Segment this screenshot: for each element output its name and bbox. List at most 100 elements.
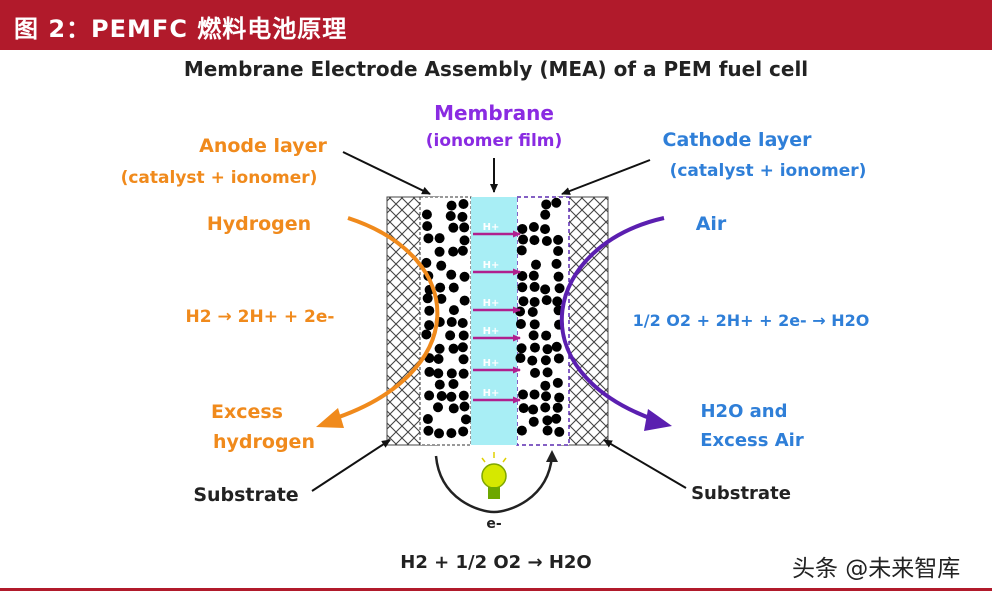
catalyst-particle — [516, 425, 527, 436]
catalyst-particle — [433, 402, 444, 413]
catalyst-particle — [445, 330, 456, 341]
catalyst-particle — [460, 414, 471, 425]
substrate-left-label: Substrate — [193, 484, 298, 506]
catalyst-particle — [529, 389, 540, 400]
catalyst-particle — [518, 296, 529, 307]
catalyst-particle — [424, 305, 435, 316]
cathode-sublabel: (catalyst + ionomer) — [670, 161, 867, 181]
catalyst-particle — [518, 403, 529, 414]
substrate-left-pointer — [311, 439, 391, 492]
catalyst-particle — [434, 233, 445, 244]
catalyst-particle — [552, 402, 563, 413]
catalyst-particle — [459, 401, 470, 412]
lightbulb-icon — [481, 452, 507, 499]
catalyst-particle — [448, 222, 459, 233]
catalyst-particle — [554, 426, 565, 437]
catalyst-particle — [542, 425, 553, 436]
substrate-right-label: Substrate — [691, 483, 791, 504]
catalyst-particle — [421, 209, 432, 220]
overall-equation: H2 + 1/2 O2 → H2O — [400, 552, 591, 573]
proton-label: H+ — [483, 298, 500, 309]
catalyst-particle — [541, 330, 552, 341]
catalyst-particle — [421, 329, 432, 340]
catalyst-particle — [457, 211, 468, 222]
hydrogen-flow-arrow — [329, 216, 440, 422]
catalyst-particle — [422, 293, 433, 304]
catalyst-particle — [458, 390, 469, 401]
catalyst-particle — [541, 295, 552, 306]
circuit-arrowhead — [546, 450, 558, 462]
cathode-equation: 1/2 O2 + 2H+ + 2e- → H2O — [633, 311, 870, 330]
membrane-sublabel: (ionomer film) — [426, 131, 563, 151]
catalyst-particle — [446, 200, 457, 211]
figure-title: 图 2：PEMFC 燃料电池原理 — [14, 15, 348, 43]
hydrogen-label: Hydrogen — [207, 213, 311, 235]
excess-air-arrowhead — [644, 409, 672, 431]
catalyst-particle — [458, 330, 469, 341]
catalyst-particle — [528, 270, 539, 281]
catalyst-particle — [542, 415, 553, 426]
catalyst-particle — [459, 271, 470, 282]
catalyst-particle — [458, 368, 469, 379]
catalyst-particle — [528, 330, 539, 341]
catalyst-particle — [516, 343, 527, 354]
watermark: 头条 @未来智库 — [792, 556, 961, 582]
catalyst-particle — [528, 404, 539, 415]
electron-label: e- — [486, 516, 501, 532]
substrate-right-pointer — [603, 439, 687, 489]
catalyst-particle — [434, 343, 445, 354]
proton-label: H+ — [483, 358, 500, 369]
catalyst-particle — [529, 296, 540, 307]
catalyst-particle — [423, 233, 434, 244]
catalyst-particle — [446, 391, 457, 402]
catalyst-particle — [516, 245, 527, 256]
catalyst-particle — [540, 402, 551, 413]
excess-hydrogen-line2: hydrogen — [213, 431, 315, 453]
catalyst-particle — [541, 236, 552, 247]
catalyst-particle — [434, 428, 445, 439]
catalyst-particle — [433, 354, 444, 365]
catalyst-particle — [553, 234, 564, 245]
catalyst-particle — [458, 354, 469, 365]
catalyst-particle — [436, 260, 447, 271]
catalyst-particle — [517, 282, 528, 293]
h2o-excess-air-line2: Excess Air — [700, 430, 804, 451]
catalyst-particle — [446, 428, 457, 439]
catalyst-particle — [459, 222, 470, 233]
catalyst-particle — [551, 413, 562, 424]
catalyst-particle — [435, 282, 446, 293]
catalyst-particle — [459, 235, 470, 246]
proton-flow: H+H+H+H+H+H+ — [473, 222, 521, 404]
catalyst-particle — [446, 317, 457, 328]
catalyst-particle — [458, 199, 469, 210]
anode-label: Anode layer — [199, 135, 327, 157]
catalyst-particle — [433, 368, 444, 379]
air-flow-arrow — [559, 216, 665, 422]
membrane-label: Membrane — [434, 101, 554, 125]
catalyst-particle — [421, 257, 432, 268]
catalyst-particle — [448, 246, 459, 257]
external-circuit — [434, 455, 554, 514]
catalyst-particle — [541, 199, 552, 210]
catalyst-particle — [445, 210, 456, 221]
catalyst-particle — [553, 246, 564, 257]
catalyst-particle — [518, 389, 529, 400]
catalyst-particle — [515, 318, 526, 329]
catalyst-particle — [540, 224, 551, 235]
catalyst-particle — [422, 221, 433, 232]
anode-sublabel: (catalyst + ionomer) — [121, 168, 318, 188]
catalyst-particle — [541, 391, 552, 402]
catalyst-particle — [551, 197, 562, 208]
catalyst-particle — [551, 258, 562, 269]
excess-hydrogen-line1: Excess — [211, 401, 283, 423]
catalyst-particle — [515, 353, 526, 364]
bottom-rule — [0, 588, 992, 591]
catalyst-particle — [424, 366, 435, 377]
proton-label: H+ — [483, 388, 500, 399]
membrane — [471, 197, 517, 445]
catalyst-particle — [515, 306, 526, 317]
catalyst-particle — [434, 379, 445, 390]
catalyst-particle — [424, 390, 435, 401]
anode-catalyst-particles — [421, 199, 471, 439]
